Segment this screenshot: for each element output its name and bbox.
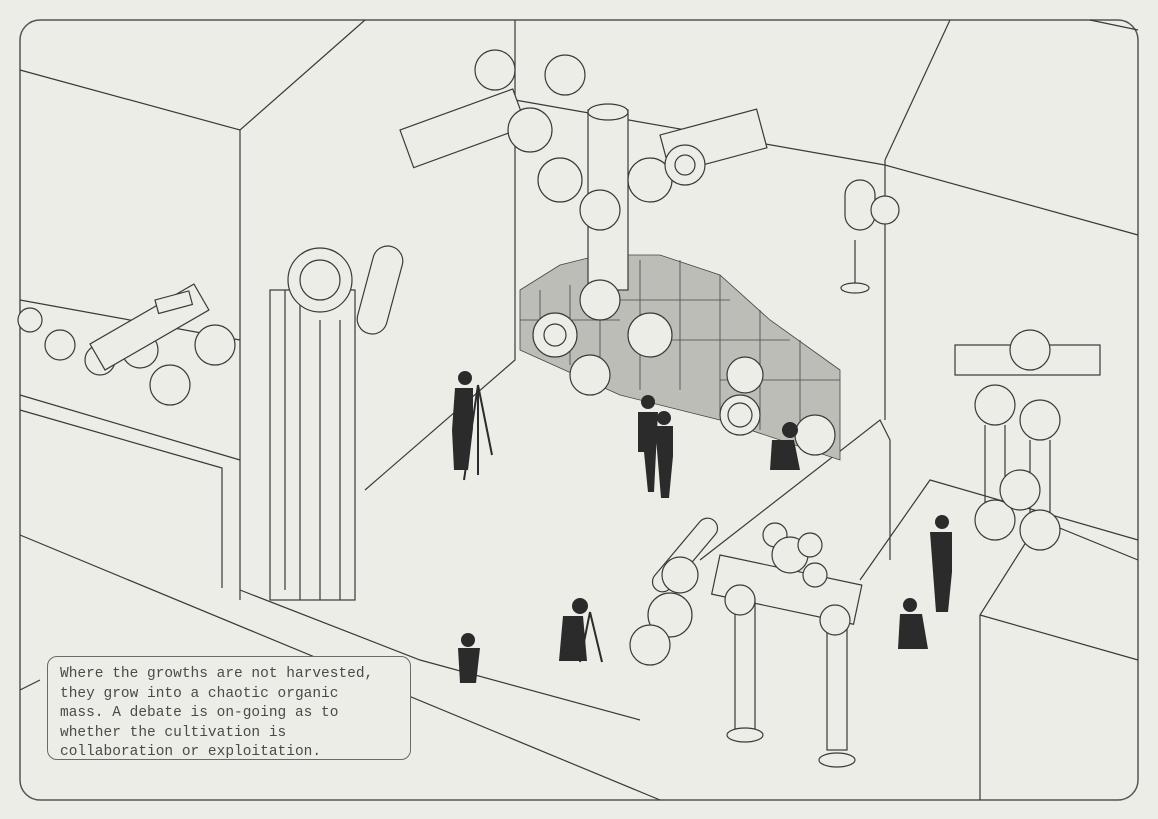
kneeling-person [458,633,480,683]
cylinder-growths [17,49,1101,768]
tourists [638,395,673,498]
crouching-woman [898,598,928,649]
caption-box: Where the growths are not harvested, the… [47,656,411,760]
crouching-person [770,422,800,470]
crouching-photographer [559,598,603,663]
people-figures [452,371,952,683]
standing-man [930,515,952,612]
photographer-with-tripod [452,371,493,481]
